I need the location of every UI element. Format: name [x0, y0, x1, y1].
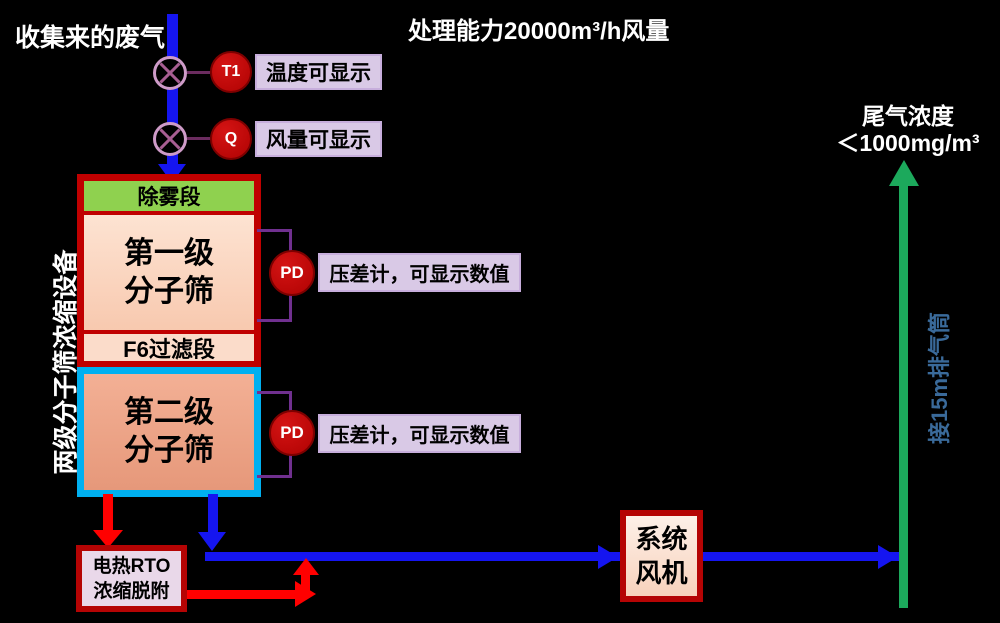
- pd1-bracket: [257, 319, 292, 322]
- arrow-down-icon: [93, 530, 123, 548]
- fan-line2: 风机: [635, 558, 688, 588]
- outlet-concentration-line2: ＜1000mg/m³: [836, 130, 980, 156]
- rto-box: 电热RTO 浓缩脱附: [76, 545, 187, 612]
- main-duct-line: [205, 552, 901, 561]
- temperature-sensor-bubble: T1: [210, 51, 252, 93]
- pd1-sensor-bubble: PD: [269, 250, 315, 296]
- rto-return-riser: [301, 574, 310, 596]
- capacity-label: 处理能力20000m³/h风量: [408, 18, 670, 45]
- demister-section: 除雾段: [84, 181, 254, 211]
- unit-side-label: 两级分子筛浓缩设备: [52, 249, 80, 475]
- arrow-right-icon: [878, 545, 898, 569]
- sieve-stage2-section: 第二级 分子筛: [84, 374, 254, 490]
- flow-sensor-bubble: Q: [210, 118, 252, 160]
- inlet-pipe: [167, 14, 178, 166]
- pd2-bracket: [257, 475, 292, 478]
- arrow-right-icon: [598, 545, 618, 569]
- valve-icon: [153, 56, 187, 90]
- sieve-stage1-line2: 分子筛: [124, 274, 214, 308]
- valve-icon: [153, 122, 187, 156]
- outlet-concentration-line1: 尾气浓度: [862, 103, 954, 129]
- pd2-bracket: [257, 391, 292, 394]
- temperature-display-label: 温度可显示: [255, 54, 382, 90]
- instrument-connector: [187, 71, 210, 74]
- rto-inlet-line: [103, 494, 113, 534]
- arrow-up-icon: [293, 558, 319, 575]
- pd2-display-label: 压差计，可显示数值: [318, 414, 521, 453]
- system-fan-box: 系统 风机: [620, 510, 703, 602]
- stack-line: [899, 182, 908, 608]
- inlet-gas-label: 收集来的废气: [15, 24, 166, 52]
- duct-drop-line: [208, 494, 218, 534]
- rto-line2: 浓缩脱附: [93, 580, 170, 602]
- stack-side-label: 接15m排气筒: [927, 311, 952, 445]
- arrow-up-icon: [889, 160, 919, 186]
- sieve-stage2-line2: 分子筛: [124, 434, 214, 467]
- rto-line1: 电热RTO: [92, 555, 171, 577]
- fan-line1: 系统: [635, 524, 688, 554]
- pd2-sensor-bubble: PD: [269, 410, 315, 456]
- sieve-stage2-line1: 第二级: [124, 396, 214, 429]
- arrow-down-icon: [198, 532, 226, 551]
- f6-filter-section: F6过滤段: [84, 334, 254, 362]
- rto-return-line: [187, 590, 297, 599]
- instrument-connector: [187, 137, 210, 140]
- pd1-display-label: 压差计，可显示数值: [318, 253, 521, 292]
- sieve-stage1-section: 第一级 分子筛: [84, 215, 254, 330]
- flow-display-label: 风量可显示: [255, 121, 382, 157]
- pd1-bracket: [257, 229, 292, 232]
- sieve-stage1-line1: 第一级: [124, 236, 214, 270]
